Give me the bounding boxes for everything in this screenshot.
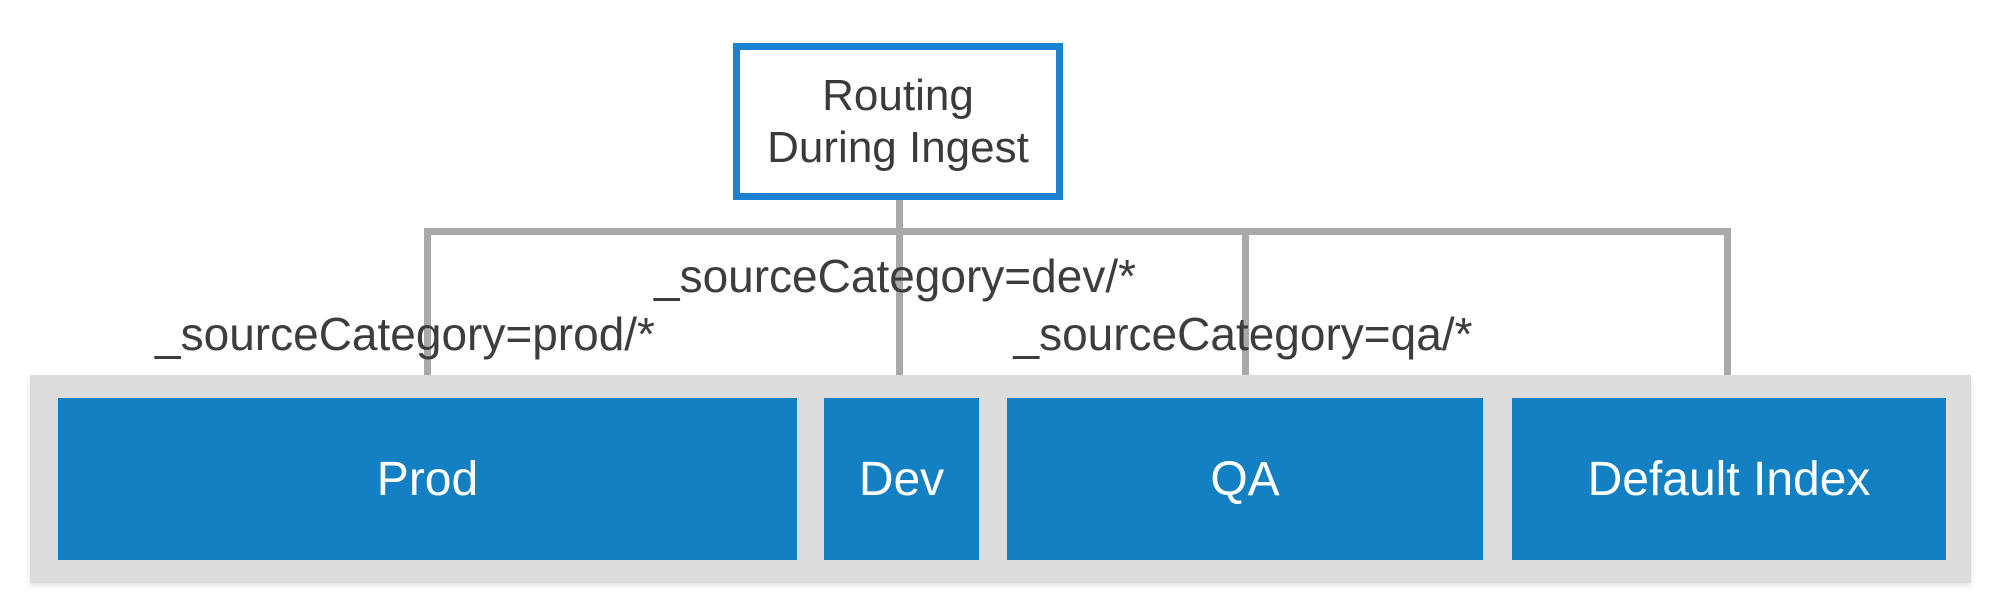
root-node-label: Routing During Ingest [767, 70, 1029, 172]
index-node-qa: QA [1007, 398, 1483, 560]
connector-branch-default [1724, 228, 1731, 381]
condition-label-dev: _sourceCategory=dev/* [653, 250, 1137, 302]
index-node-dev: Dev [824, 398, 979, 560]
condition-label-prod: _sourceCategory=prod/* [155, 308, 655, 360]
connector-branch-qa [1242, 228, 1249, 381]
index-node-prod-label: Prod [376, 452, 479, 506]
root-node-routing-during-ingest: Routing During Ingest [733, 43, 1063, 200]
index-node-qa-label: QA [1210, 452, 1280, 506]
connector-branch-prod [424, 228, 431, 381]
index-node-prod: Prod [58, 398, 797, 560]
index-node-dev-label: Dev [858, 452, 945, 506]
connector-horizontal-bus [424, 228, 1731, 235]
condition-label-qa: _sourceCategory=qa/* [1013, 308, 1473, 360]
index-node-default-index: Default Index [1512, 398, 1946, 560]
index-node-default-index-label: Default Index [1587, 452, 1871, 506]
connector-root-to-dev [896, 200, 903, 381]
